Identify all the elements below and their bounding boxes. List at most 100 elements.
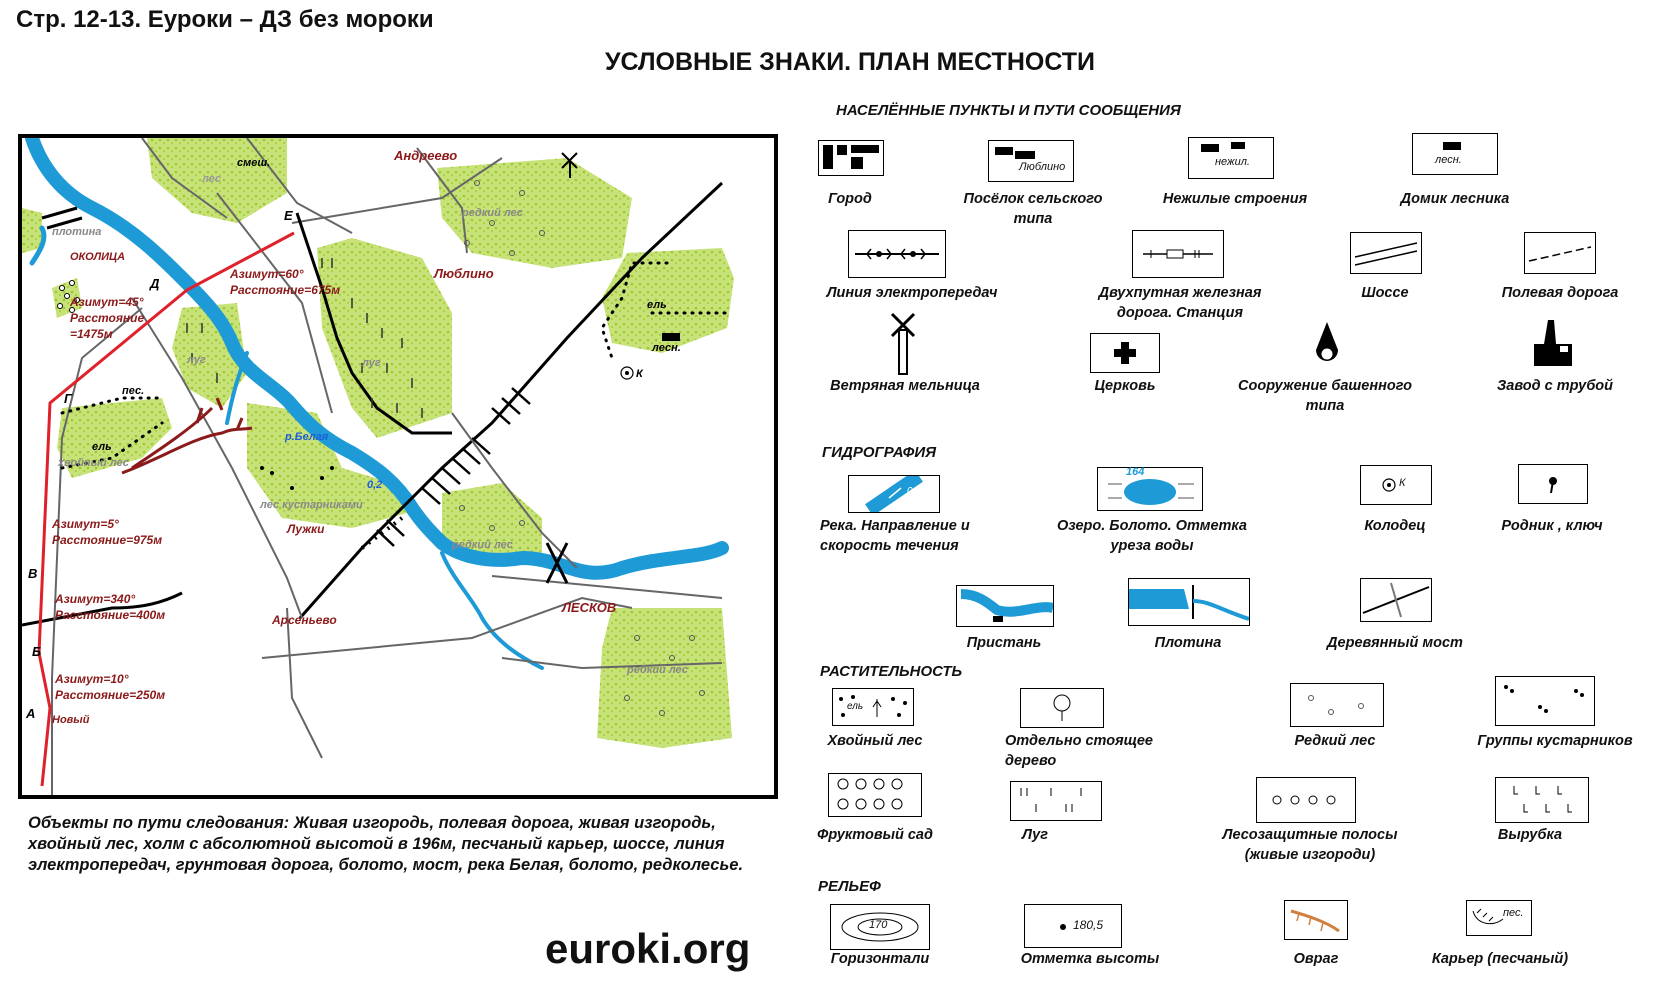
legend-well: Колодец bbox=[1364, 518, 1426, 534]
nonresidential-sign: нежил. bbox=[1215, 156, 1250, 168]
legend-shelterbelts: Лесозащитные полосы (живые изгороди) bbox=[1222, 827, 1398, 863]
legend-meadow: Луг bbox=[1022, 827, 1048, 843]
well-icon bbox=[620, 366, 634, 380]
point-d: Д bbox=[149, 276, 160, 291]
legend-dam: Плотина bbox=[1154, 635, 1222, 651]
lake-level-sign: 164 bbox=[1126, 466, 1145, 478]
conifer-sign: ель bbox=[847, 701, 864, 712]
railway-ties bbox=[376, 387, 531, 547]
route-4-distance: Расстояние bbox=[70, 311, 145, 325]
power-line-icon bbox=[848, 230, 946, 278]
label-conifer-forest: хвойный лес bbox=[57, 457, 129, 469]
route-2-azimuth: Азимут=340° bbox=[54, 592, 135, 606]
route-3-azimuth: Азимут=5° bbox=[51, 517, 119, 531]
place-leskov: ЛЕСКОВ bbox=[561, 600, 616, 615]
point-e: Е bbox=[284, 208, 293, 223]
place-okolitsa: ОКОЛИЦА bbox=[70, 251, 125, 263]
meadow-icon bbox=[1010, 781, 1102, 821]
route-1-distance: Расстояние=250м bbox=[55, 688, 165, 702]
label-spruce-2: ель bbox=[92, 441, 112, 453]
factory-icon bbox=[1534, 320, 1572, 366]
pier-icon bbox=[956, 585, 1055, 627]
shelterbelts-icon bbox=[1256, 777, 1356, 823]
river-legend-icon: 0,2 bbox=[848, 470, 940, 516]
church-icon bbox=[1090, 333, 1160, 373]
legend-ravine: Овраг bbox=[1293, 951, 1339, 967]
legend-city: Город bbox=[828, 191, 872, 207]
meadow-marks bbox=[186, 258, 423, 418]
legend-village: Посёлок сельского типа bbox=[963, 191, 1103, 227]
label-sparse-forest-1: редкий лес bbox=[461, 207, 523, 219]
label-meadow-1: луг bbox=[186, 354, 206, 366]
village-sign: Люблино bbox=[1019, 161, 1066, 173]
elevation-value: 180,5 bbox=[1073, 918, 1104, 932]
route-3-distance: Расстояние=975м bbox=[52, 533, 162, 547]
legend-forester-house: Домик лесника bbox=[1400, 191, 1510, 207]
route-5-distance: Расстояние=675м bbox=[230, 283, 340, 297]
forester-sign: лесн. bbox=[1435, 154, 1462, 166]
field-road-icon bbox=[1524, 232, 1596, 274]
roads bbox=[51, 138, 723, 795]
sparse-forest-marks bbox=[459, 180, 705, 716]
site-logo: euroki.org bbox=[545, 925, 751, 972]
terrain-map: Андреево Люблино ОКОЛИЦА Арсеньево ЛЕСКО… bbox=[18, 134, 778, 799]
legend-field-road: Полевая дорога bbox=[1501, 285, 1619, 301]
route-4-distance2: =1475м bbox=[70, 327, 113, 341]
nonresidential-icon: нежил. bbox=[1188, 137, 1274, 179]
hedges bbox=[60, 261, 729, 470]
legend-tower: Сооружение башенного типа bbox=[1238, 378, 1412, 414]
point-v: В bbox=[28, 566, 37, 581]
label-shrubs: лес кустарниками bbox=[259, 499, 363, 511]
label-sparse-forest-2: редкий лес bbox=[451, 539, 513, 551]
well-legend-sign: К bbox=[1399, 477, 1406, 489]
legend-nonresidential: Нежилые строения bbox=[1162, 191, 1308, 207]
label-sand: пес. bbox=[122, 385, 144, 397]
point-g: Г bbox=[64, 391, 73, 406]
legend-sparse-forest: Редкий лес bbox=[1294, 733, 1376, 749]
legend-relief-title: РЕЛЬЕФ bbox=[818, 878, 881, 895]
legend-railway: Двухпутная железная дорога. Станция bbox=[1098, 285, 1262, 321]
river-speed-sign: 0,2 bbox=[907, 486, 921, 497]
legend-hydro-title: ГИДРОГРАФИЯ bbox=[822, 444, 937, 461]
page-title: УСЛОВНЫЕ ЗНАКИ. ПЛАН МЕСТНОСТИ bbox=[604, 48, 1095, 76]
wooden-bridge-icon bbox=[1360, 578, 1432, 622]
legend-quarry: Карьер (песчаный) bbox=[1431, 951, 1569, 967]
route-4-azimuth: Азимут=45° bbox=[69, 295, 144, 309]
tower-icon bbox=[1316, 322, 1338, 361]
elevation-icon: 180,5 bbox=[1024, 904, 1122, 948]
legend-orchard: Фруктовый сад bbox=[817, 827, 933, 843]
orchard bbox=[57, 280, 80, 313]
place-andreevo: Андреево bbox=[393, 148, 457, 163]
place-lyublino: Люблино bbox=[433, 266, 494, 281]
ravine bbox=[121, 397, 253, 475]
shrubs-icon bbox=[1495, 676, 1595, 726]
place-arsenyevo: Арсеньево bbox=[271, 613, 337, 627]
windmill-icon bbox=[561, 152, 578, 178]
legend-spring: Родник , ключ bbox=[1501, 518, 1603, 534]
forester-house-legend-icon: лесн. bbox=[1412, 133, 1498, 175]
route-2-distance: Расстояние=400м bbox=[55, 608, 165, 622]
legend-highway: Шоссе bbox=[1361, 285, 1409, 301]
spring-icon bbox=[1518, 464, 1588, 504]
legend-pier: Пристань bbox=[966, 635, 1042, 651]
contour-value: 170 bbox=[869, 919, 888, 931]
bridges bbox=[41, 206, 569, 584]
label-dam: плотина bbox=[52, 226, 101, 238]
ravine-icon bbox=[1284, 900, 1348, 940]
legend-lake: Озеро. Болото. Отметка уреза воды bbox=[1056, 518, 1247, 554]
legend-shrubs: Группы кустарников bbox=[1477, 733, 1633, 749]
legend-contours: Горизонтали bbox=[830, 951, 930, 967]
route-5-azimuth: Азимут=60° bbox=[229, 267, 304, 281]
forester-house-icon bbox=[662, 333, 680, 341]
legend-conifer-forest: Хвойный лес bbox=[827, 733, 923, 749]
sparse-forest-legend-icon bbox=[1290, 683, 1384, 727]
label-sparse-forest-3: редкий лес bbox=[626, 664, 688, 676]
point-b: Б bbox=[32, 644, 41, 659]
quarry-icon: пес. bbox=[1466, 900, 1532, 936]
quarry-sign: пес. bbox=[1503, 907, 1524, 919]
city-icon bbox=[818, 140, 884, 176]
lake-icon: 164 bbox=[1097, 466, 1203, 511]
windmill-legend-icon bbox=[890, 312, 916, 375]
well-legend-icon: К bbox=[1360, 465, 1432, 505]
label-forest: лес bbox=[201, 173, 221, 185]
